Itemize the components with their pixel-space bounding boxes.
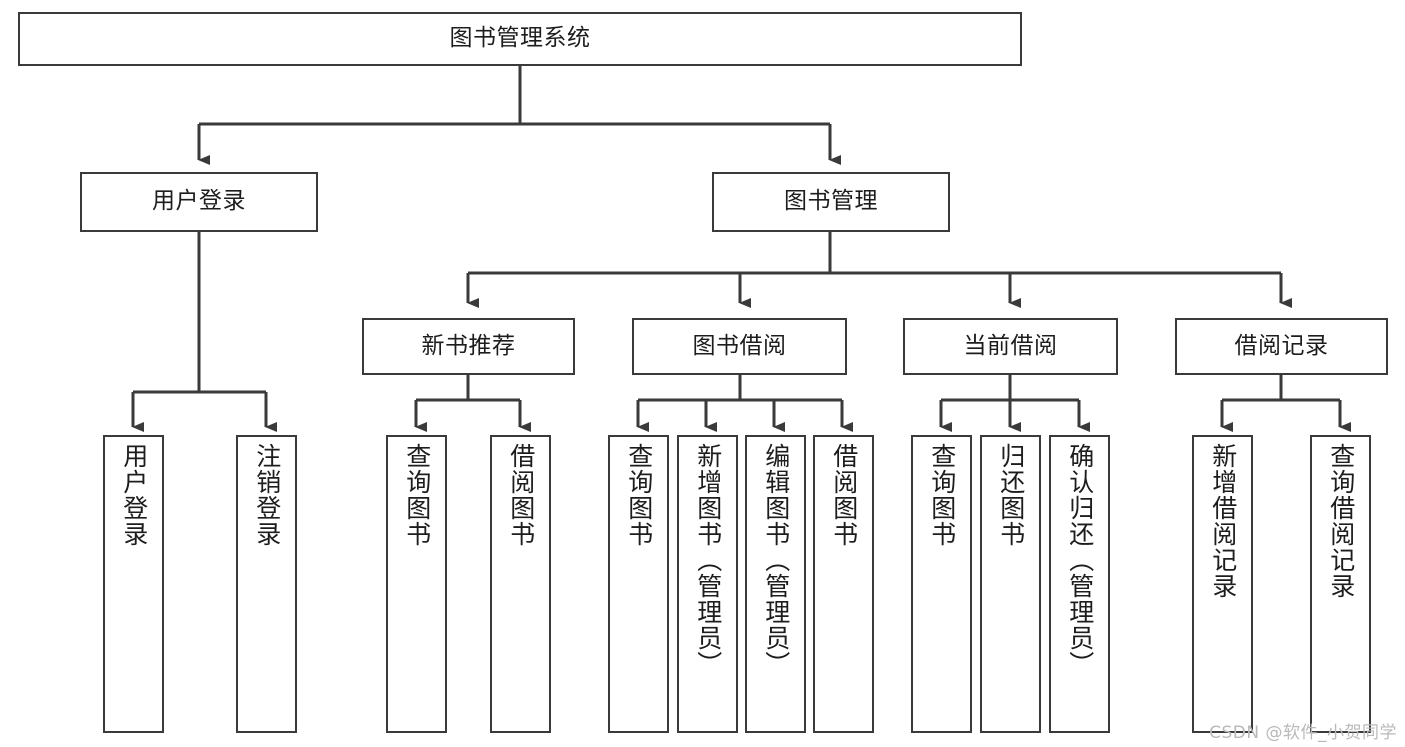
leaf-borrow-add-book-admin[interactable]: 新增图书（管理员） [677,435,738,733]
leaf-user-login-logout[interactable]: 注销登录 [236,435,297,733]
node-book-management[interactable]: 图书管理 [712,172,950,232]
node-label: 归还图书 [996,443,1026,547]
leaf-borrow-edit-book-admin[interactable]: 编辑图书（管理员） [745,435,806,733]
node-label: 借阅图书 [829,443,859,547]
node-label: 查询图书 [402,443,432,547]
node-book-borrow[interactable]: 图书借阅 [632,318,847,375]
leaf-current-return-book[interactable]: 归还图书 [980,435,1041,733]
leaf-current-confirm-return-admin[interactable]: 确认归还（管理员） [1049,435,1110,733]
leaf-record-query-record[interactable]: 查询借阅记录 [1310,435,1371,733]
leaf-new-book-borrow[interactable]: 借阅图书 [490,435,551,733]
node-label: 图书管理 [784,188,878,215]
watermark-text: CSDN @软件_小贺同学 [1209,723,1397,743]
leaf-new-book-query[interactable]: 查询图书 [386,435,447,733]
leaf-record-add-record[interactable]: 新增借阅记录 [1192,435,1253,733]
node-user-login[interactable]: 用户登录 [80,172,318,232]
leaf-borrow-borrow-book[interactable]: 借阅图书 [813,435,874,733]
node-label: 查询借阅记录 [1326,443,1356,599]
node-label: 新书推荐 [421,332,516,359]
node-label: 注销登录 [252,443,282,547]
leaf-current-query-book[interactable]: 查询图书 [911,435,972,733]
node-label: 用户登录 [119,443,149,547]
node-label: 新增借阅记录 [1208,443,1238,599]
node-label: 查询图书 [927,443,957,547]
node-current-borrow[interactable]: 当前借阅 [903,318,1118,375]
node-label: 借阅记录 [1234,332,1329,359]
node-label: 借阅图书 [506,443,536,547]
node-label: 编辑图书（管理员） [761,443,791,677]
node-label: 图书借阅 [692,332,787,359]
node-root-system[interactable]: 图书管理系统 [18,12,1022,66]
node-label: 图书管理系统 [449,25,591,52]
node-new-book-recommend[interactable]: 新书推荐 [362,318,575,375]
leaf-borrow-query-book[interactable]: 查询图书 [608,435,669,733]
node-label: 查询图书 [624,443,654,547]
node-label: 用户登录 [152,188,246,215]
node-borrow-record[interactable]: 借阅记录 [1175,318,1388,375]
node-label: 新增图书（管理员） [693,443,723,677]
node-label: 当前借阅 [963,332,1058,359]
leaf-user-login-login[interactable]: 用户登录 [103,435,164,733]
node-label: 确认归还（管理员） [1065,443,1095,677]
